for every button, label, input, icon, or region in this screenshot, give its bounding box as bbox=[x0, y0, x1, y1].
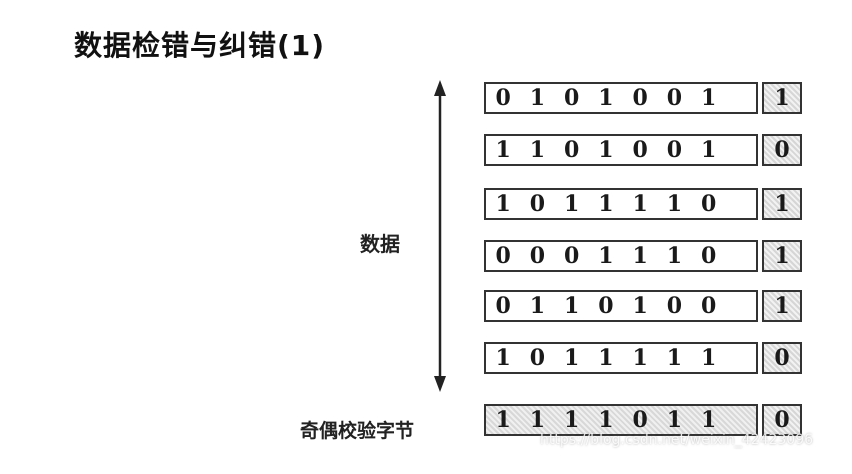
bit: 1 bbox=[598, 243, 614, 269]
parity-bit-box: 1 bbox=[762, 82, 802, 114]
parity-bit: 0 bbox=[774, 137, 790, 163]
parity-bit-box: 0 bbox=[762, 134, 802, 166]
bit: 1 bbox=[495, 407, 511, 433]
bit: 0 bbox=[529, 191, 546, 217]
bit: 1 bbox=[598, 407, 614, 433]
bit: 1 bbox=[700, 85, 717, 111]
parity-bit: 0 bbox=[774, 407, 790, 433]
bit: 1 bbox=[529, 85, 546, 111]
parity-bit: 1 bbox=[774, 293, 790, 319]
bit: 1 bbox=[563, 407, 580, 433]
parity-bit-box: 1 bbox=[762, 290, 802, 322]
bit: 0 bbox=[563, 137, 580, 163]
bit: 0 bbox=[598, 293, 614, 319]
bit: 1 bbox=[598, 85, 614, 111]
bit: 0 bbox=[529, 243, 546, 269]
bit: 0 bbox=[563, 85, 580, 111]
bit: 0 bbox=[632, 407, 648, 433]
bit: 0 bbox=[632, 137, 648, 163]
bit: 1 bbox=[666, 243, 683, 269]
parity-bit-box: 1 bbox=[762, 188, 802, 220]
bit: 0 bbox=[700, 293, 717, 319]
bit: 0 bbox=[495, 243, 511, 269]
bit: 1 bbox=[700, 407, 717, 433]
bit: 1 bbox=[495, 345, 511, 371]
watermark: https://blog.csdn.net/weixin_42423096 bbox=[540, 432, 814, 448]
bit: 0 bbox=[666, 137, 683, 163]
parity-bit-box: 1 bbox=[762, 240, 802, 272]
bit: 1 bbox=[632, 243, 648, 269]
bit: 1 bbox=[632, 293, 648, 319]
bit: 1 bbox=[598, 137, 614, 163]
data-label: 数据 bbox=[360, 232, 400, 256]
parity-bit-box: 0 bbox=[762, 404, 802, 436]
bit: 1 bbox=[666, 191, 683, 217]
bit: 1 bbox=[598, 191, 614, 217]
parity-bit: 1 bbox=[774, 85, 790, 111]
bit: 0 bbox=[563, 243, 580, 269]
parity-bit: 1 bbox=[774, 243, 790, 269]
parity-bit-box: 0 bbox=[762, 342, 802, 374]
bit: 0 bbox=[666, 293, 683, 319]
bit: 0 bbox=[700, 243, 717, 269]
bit: 1 bbox=[700, 137, 717, 163]
page-title: 数据检错与纠错(1) bbox=[74, 29, 326, 62]
bit: 0 bbox=[495, 293, 511, 319]
parity-bit: 1 bbox=[774, 191, 790, 217]
bit: 1 bbox=[495, 191, 511, 217]
bit: 1 bbox=[563, 293, 580, 319]
bit: 1 bbox=[598, 345, 614, 371]
parity-bit: 0 bbox=[774, 345, 790, 371]
bit: 1 bbox=[563, 191, 580, 217]
bit: 0 bbox=[632, 85, 648, 111]
bit: 1 bbox=[632, 191, 648, 217]
parity-byte-label: 奇偶校验字节 bbox=[300, 420, 415, 442]
vertical-double-arrow bbox=[434, 80, 446, 392]
bit: 0 bbox=[495, 85, 511, 111]
parity-byte-row: 1 1 1 1 0 1 1 0 bbox=[484, 404, 804, 440]
bit: 1 bbox=[632, 345, 648, 371]
bit: 1 bbox=[563, 345, 580, 371]
bit: 0 bbox=[700, 191, 717, 217]
bit: 1 bbox=[666, 345, 683, 371]
bit: 1 bbox=[529, 407, 546, 433]
bit: 1 bbox=[529, 293, 546, 319]
bit: 0 bbox=[666, 85, 683, 111]
bit: 1 bbox=[666, 407, 683, 433]
parity-row-bits: 1 1 1 1 0 1 1 bbox=[484, 404, 758, 436]
bit: 1 bbox=[700, 345, 717, 371]
bit: 1 bbox=[529, 137, 546, 163]
bit: 0 bbox=[529, 345, 546, 371]
bit: 1 bbox=[495, 137, 511, 163]
